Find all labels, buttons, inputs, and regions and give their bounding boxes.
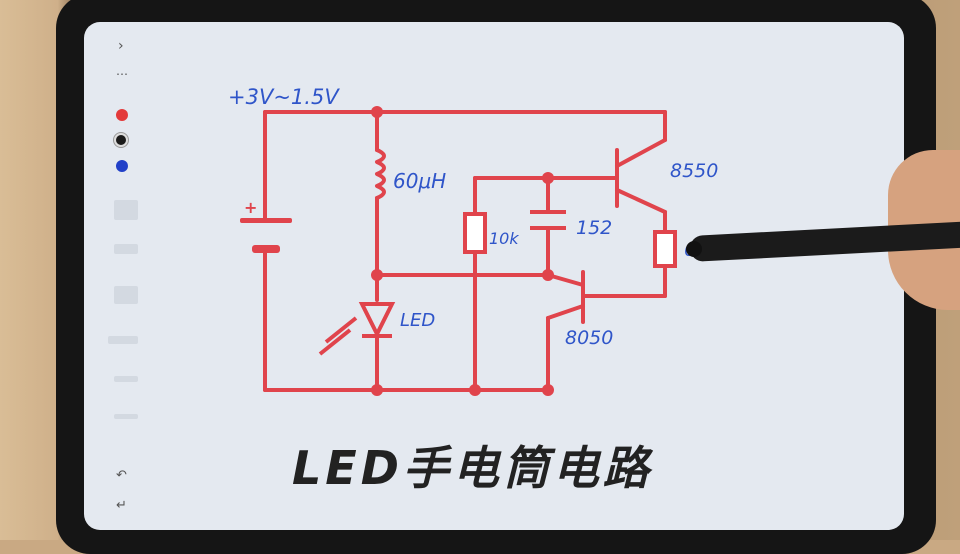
capacitor-label: 152 — [576, 217, 612, 239]
undo-icon[interactable]: ↶ — [116, 468, 127, 483]
led-symbol — [318, 302, 396, 356]
circuit-diagram: + +3V~1.5V 60μH 10k 152 8550 8050 LED 68 — [228, 85, 718, 396]
pnp-label: 8550 — [670, 160, 718, 182]
more-icon[interactable]: ⋯ — [116, 67, 128, 81]
chevron-right-icon[interactable]: › — [118, 38, 124, 54]
pen-width-option[interactable] — [114, 376, 138, 382]
stylus-tip — [686, 241, 702, 257]
resistor-base-label: 10k — [489, 229, 519, 248]
color-swatch-blue[interactable] — [116, 160, 128, 172]
resistor-68 — [653, 230, 677, 268]
color-swatch-black[interactable] — [114, 133, 128, 147]
inductor-label: 60μH — [393, 169, 446, 193]
color-swatch-red[interactable] — [116, 109, 128, 121]
resistor-10k — [463, 212, 487, 254]
redo-icon[interactable]: ↵ — [116, 498, 127, 513]
pen-width-option[interactable] — [114, 414, 138, 419]
page-title: LED手电筒电路 — [292, 441, 653, 495]
capacitor-152 — [530, 210, 566, 230]
circuit-wires — [263, 110, 667, 392]
circuit-fills — [240, 106, 554, 396]
npn-label: 8050 — [565, 327, 613, 349]
pen-width-option[interactable] — [108, 336, 138, 344]
pen-width-option[interactable] — [114, 244, 138, 254]
led-label: LED — [400, 310, 435, 331]
tool-placeholder[interactable] — [114, 286, 138, 304]
battery-plus-mark: + — [244, 198, 257, 217]
tool-placeholder[interactable] — [114, 200, 138, 220]
voltage-label: +3V~1.5V — [228, 85, 340, 109]
